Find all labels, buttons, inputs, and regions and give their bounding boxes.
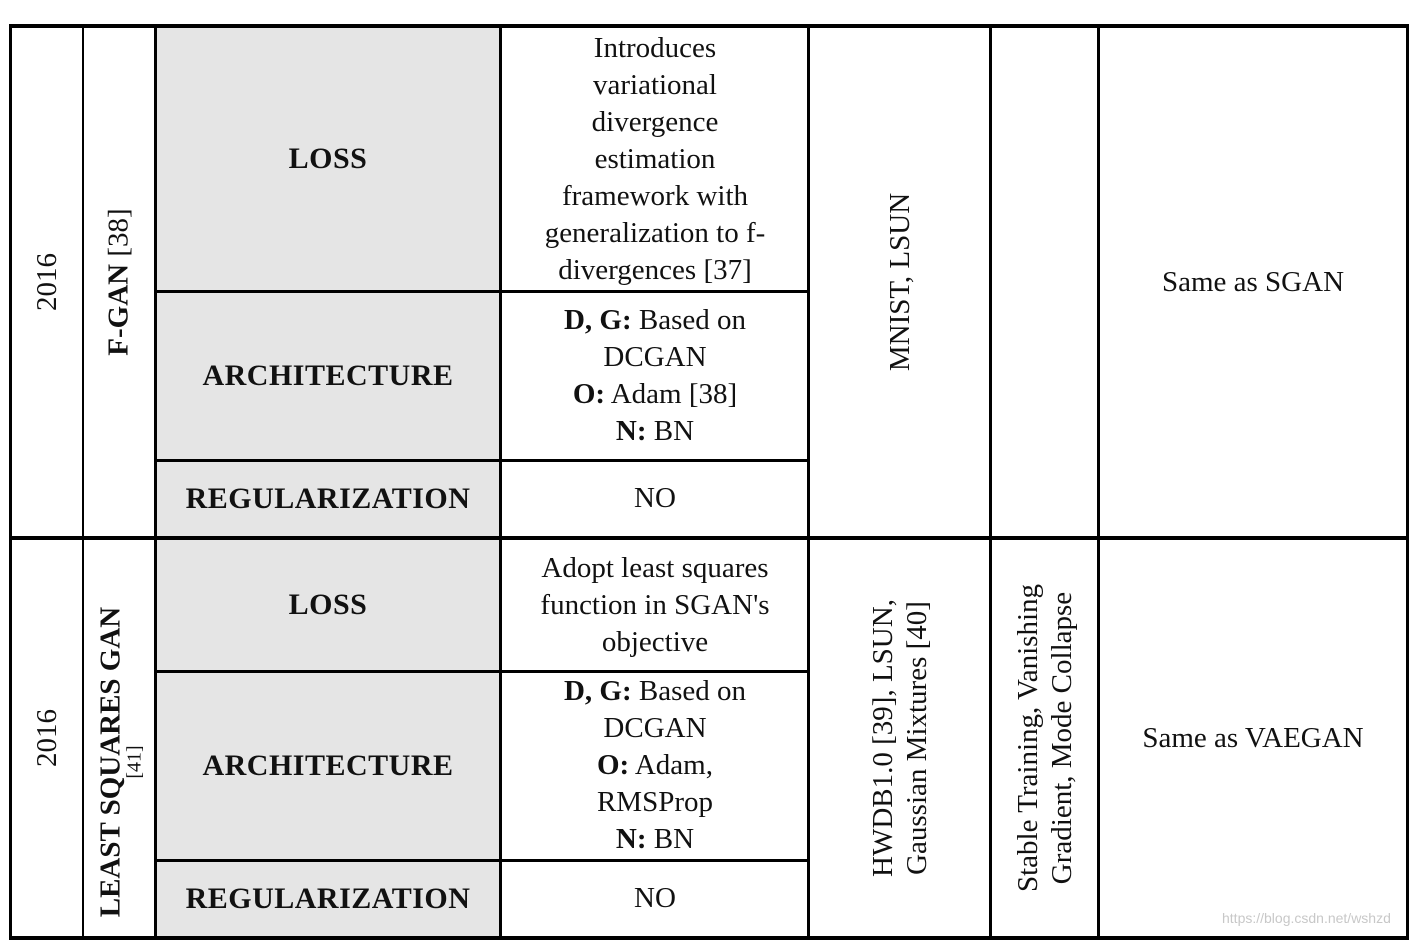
regularization-label-cell: REGULARIZATION [156,461,500,536]
watermark: https://blog.csdn.net/wshzd [1222,910,1391,926]
issues-cell [992,28,1098,536]
datasets-cell: HWDB1.0 [39], LSUN, Gaussian Mixtures [4… [810,540,990,936]
arch-line: N: BN [615,414,695,447]
arch-line: DCGAN [603,712,707,744]
regularization-description-cell: NO [502,861,808,936]
issues-line: Gradient, Mode Collapse [1046,591,1078,885]
row-divider [9,536,1409,540]
arch-line: RMSProp [596,786,714,818]
datasets-line: HWDB1.0 [39], LSUN, [867,599,899,877]
table-border-bottom [9,936,1409,940]
arch-line: D, G: Based on [563,675,747,707]
loss-label: LOSS [288,588,368,621]
datasets-text: HWDB1.0 [39], LSUN, Gaussian Mixtures [4… [866,599,934,877]
year-text: 2016 [31,253,63,311]
issues-text: Stable Training, Vanishing Gradient, Mod… [1011,584,1079,892]
regularization-label: REGULARIZATION [185,881,471,915]
regularization-label-cell: REGULARIZATION [156,861,500,936]
table-border-top [9,24,1409,28]
architecture-label: ARCHITECTURE [202,748,454,782]
description-line: divergence [591,105,719,138]
section-divider [154,459,808,462]
column-divider [499,24,502,940]
evaluation-text: Same as VAEGAN [1142,721,1364,754]
description-line: divergences [37] [558,253,752,286]
model-name-label: LEAST SQUARES GAN [94,606,127,918]
evaluation-cell: Same as SGAN [1100,28,1406,536]
description-line: estimation [594,142,716,175]
column-divider [9,24,12,940]
architecture-description-cell: D, G: Based on DCGAN O: Adam [38] N: BN [502,292,808,459]
architecture-description: D, G: Based on DCGAN O: Adam, RMSProp N:… [564,673,746,858]
loss-label-cell: LOSS [156,540,500,670]
issues-cell: Stable Training, Vanishing Gradient, Mod… [992,540,1098,936]
year-cell: 2016 [12,540,82,936]
architecture-label: ARCHITECTURE [202,358,454,392]
loss-label: LOSS [288,142,368,175]
description-line: function in SGAN's [540,588,770,621]
column-divider [1406,24,1409,940]
issues-line: Stable Training, Vanishing [1012,583,1044,893]
section-divider [154,859,808,862]
loss-description-cell: Introduces variational divergence estima… [502,28,808,290]
model-name-cell: LEAST SQUARES GAN [41] [84,540,154,936]
loss-description: Introduces variational divergence estima… [545,30,766,289]
model-reference: [38] [103,208,135,257]
description-line: Adopt least squares [541,551,769,584]
arch-line: O: Adam, [596,749,713,781]
architecture-description-cell: D, G: Based on DCGAN O: Adam, RMSProp N:… [502,672,808,859]
architecture-label-cell: ARCHITECTURE [156,672,500,859]
regularization-label: REGULARIZATION [185,481,471,515]
model-reference: [41] [123,745,146,779]
datasets-text: MNIST, LSUN [884,192,916,372]
arch-line: O: Adam [38] [572,377,738,410]
model-name: F-GAN [38] [101,208,137,355]
loss-description: Adopt least squares function in SGAN's o… [540,550,769,661]
year-cell: 2016 [12,28,82,536]
loss-description-cell: Adopt least squares function in SGAN's o… [502,540,808,670]
regularization-value: NO [634,482,676,514]
arch-line: N: BN [615,823,695,855]
model-name: LEAST SQUARES GAN [41] [94,606,146,918]
datasets-cell: MNIST, LSUN [810,28,990,536]
architecture-label-cell: ARCHITECTURE [156,292,500,459]
evaluation-cell: Same as VAEGAN [1100,540,1406,936]
model-name-label: F-GAN [103,263,135,356]
description-line: framework with [561,179,749,212]
arch-line: DCGAN [603,340,707,373]
column-divider [807,24,810,940]
year-text: 2016 [31,709,63,767]
description-line: objective [601,625,709,658]
column-divider [82,24,84,940]
description-line: variational [592,68,717,101]
arch-line: D, G: Based on [563,303,747,336]
section-divider [154,670,808,673]
description-line: Introduces [593,31,717,64]
evaluation-text: Same as SGAN [1161,265,1345,298]
model-name-cell: F-GAN [38] [84,28,154,536]
column-divider [154,24,157,940]
architecture-description: D, G: Based on DCGAN O: Adam [38] N: BN [564,302,746,450]
column-divider [989,24,992,940]
regularization-description-cell: NO [502,461,808,536]
regularization-value: NO [634,882,676,914]
datasets-line: Gaussian Mixtures [40] [901,601,933,875]
description-line: generalization to f- [544,216,766,249]
loss-label-cell: LOSS [156,28,500,290]
section-divider [154,290,808,293]
column-divider [1097,24,1100,940]
